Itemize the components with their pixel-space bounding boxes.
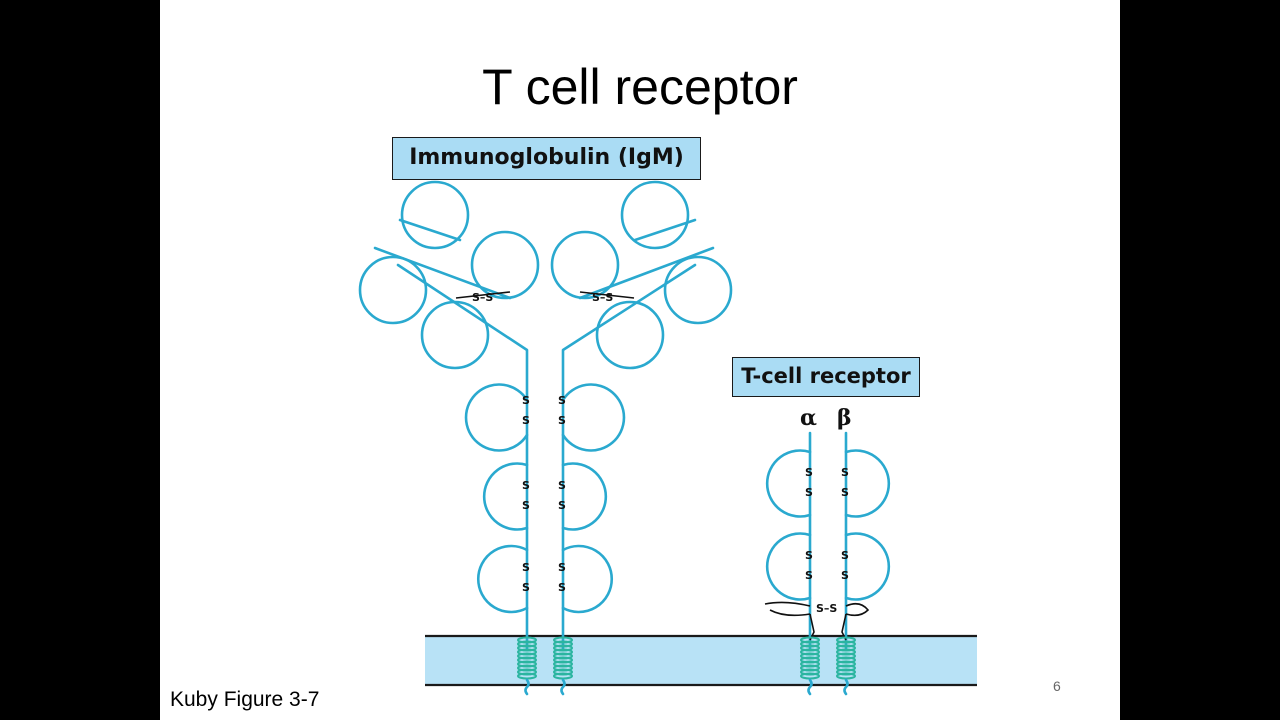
- ss-bond: S: [522, 479, 530, 492]
- helix-turn: [836, 672, 856, 680]
- ss-bond: S: [522, 414, 530, 427]
- cell-membrane: [425, 634, 977, 687]
- ss-bond: S: [558, 414, 566, 427]
- slide-number: 6: [1053, 678, 1061, 694]
- ss-bond: S: [522, 394, 530, 407]
- beta-chain-label: β: [837, 405, 852, 431]
- tcr-disulfide-bonds: S S S S S S S S S–S: [764, 466, 870, 641]
- alpha-chain-label: α: [800, 405, 817, 431]
- tcr-transmembrane-helices: [800, 636, 856, 696]
- ss-bond: S: [558, 394, 566, 407]
- igm-heavy-chain-right: [561, 263, 697, 652]
- helix-turn: [800, 672, 820, 680]
- tcr-alpha-chain: [765, 431, 812, 652]
- ss-bond: S–S: [472, 291, 493, 304]
- tcr-beta-chain: [844, 431, 891, 652]
- slide-title: T cell receptor: [482, 59, 798, 115]
- ss-bond: S: [522, 581, 530, 594]
- ss-bond: S: [558, 499, 566, 512]
- igm-label: Immunoglobulin (IgM): [392, 137, 701, 180]
- figure-caption: Kuby Figure 3-7: [170, 688, 320, 711]
- igm-transmembrane-helices: [517, 636, 573, 696]
- cytoplasmic-tail: [807, 678, 813, 696]
- ss-bond: S: [522, 561, 530, 574]
- antibody-tcr-diagram: S–S S–S S S S S S S S S S S S S α β: [358, 180, 977, 696]
- igm-arm-domains-right: [550, 230, 665, 370]
- ss-bond: S: [558, 479, 566, 492]
- ss-bond: S: [558, 561, 566, 574]
- cytoplasmic-tail: [560, 678, 566, 696]
- ss-bond: S: [805, 569, 813, 582]
- igm-arm-domains-left: [420, 230, 540, 370]
- ss-bond: S: [841, 466, 849, 479]
- helix-turn: [553, 672, 573, 680]
- ss-bond: S: [805, 486, 813, 499]
- cytoplasmic-tail: [524, 678, 530, 696]
- helix-turn: [517, 672, 537, 680]
- ss-bond: S: [522, 499, 530, 512]
- ss-bond: S–S: [816, 602, 837, 615]
- ss-bond: S: [558, 581, 566, 594]
- cytoplasmic-tail: [843, 678, 849, 696]
- ss-bond: S: [841, 549, 849, 562]
- igm-heavy-chain-left: [396, 263, 529, 652]
- slide: T cell receptor: [160, 0, 1120, 720]
- igm-light-chain-left: [358, 180, 512, 325]
- ss-bond: S: [805, 466, 813, 479]
- ss-bond: S: [841, 569, 849, 582]
- tcr-label: T-cell receptor: [732, 357, 920, 397]
- igm-disulfide-bonds: S–S S–S S S S S S S S S S S S S: [455, 291, 635, 594]
- ss-bond: S: [841, 486, 849, 499]
- igm-light-chain-right: [578, 180, 733, 325]
- ss-bond: S: [805, 549, 813, 562]
